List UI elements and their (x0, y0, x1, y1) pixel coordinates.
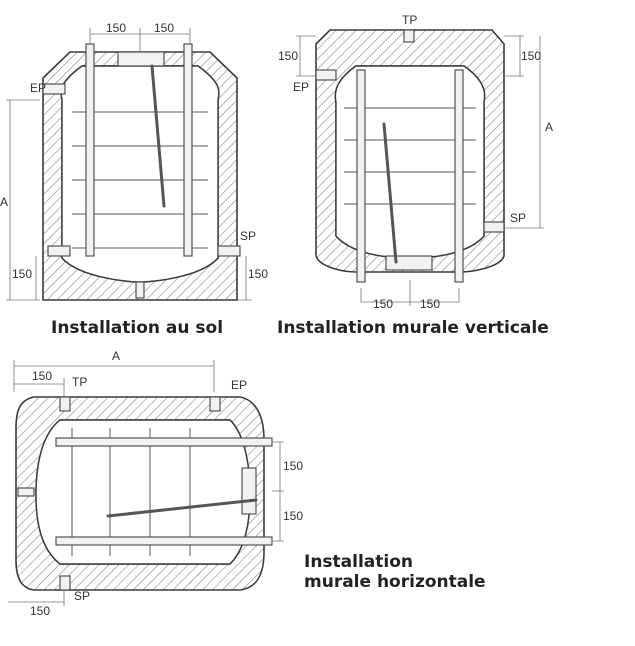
vertical-label-sp: SP (510, 211, 526, 225)
horizontal-label-ep: EP (231, 378, 247, 392)
horizontal-side-flange (241, 467, 257, 515)
vertical-anode-rod (382, 122, 398, 264)
horizontal-caption-line1: Installation (304, 552, 413, 572)
vertical-dim-right: 150 (521, 49, 541, 63)
floor-label-a: A (0, 195, 8, 209)
floor-caption: Installation au sol (51, 318, 223, 338)
vertical-caption: Installation murale verticale (277, 318, 549, 338)
floor-dim-top-left: 150 (106, 21, 126, 35)
horizontal-dim-top-left: 150 (32, 369, 52, 383)
floor-dim-top-right: 150 (154, 21, 174, 35)
horizontal-lower-support-bar (55, 536, 273, 546)
floor-left-support-bar (85, 43, 95, 257)
horizontal-caption-line2: murale horizontale (304, 572, 486, 592)
floor-right-support-bar (183, 43, 193, 257)
vertical-label-a: A (545, 120, 553, 134)
vertical-ep-fitting (315, 69, 337, 81)
floor-top-flange (117, 51, 165, 67)
vertical-tp-fitting (403, 29, 415, 43)
horizontal-dim-right-upper: 150 (283, 459, 303, 473)
floor-ep-fitting (42, 83, 66, 95)
vertical-dim-left: 150 (278, 49, 298, 63)
horizontal-ep-fitting (209, 396, 221, 412)
horizontal-dim-bottom-left: 150 (30, 604, 50, 618)
horizontal-label-sp: SP (74, 589, 90, 603)
floor-dim-bottom-left: 150 (12, 267, 32, 281)
horizontal-drain-fitting (17, 487, 35, 497)
vertical-sp-fitting (483, 221, 505, 233)
floor-anode-rod (150, 64, 166, 208)
vertical-dim-bottom-left: 150 (373, 297, 393, 311)
vertical-bottom-flange (385, 255, 433, 271)
horizontal-upper-support-bar (55, 437, 273, 447)
vertical-label-tp: TP (402, 13, 417, 27)
floor-bottom-fitting-left (47, 245, 71, 257)
vertical-right-support-bar (454, 69, 464, 283)
vertical-installation-diagram: TP 150 EP 150 A SP 150 150 Installation … (277, 13, 553, 338)
horizontal-tank-ribs (71, 428, 191, 556)
vertical-tank-ribs (344, 107, 476, 205)
floor-installation-diagram: 150 150 EP A SP 150 150 Installation au … (0, 21, 268, 338)
horizontal-label-tp: TP (72, 375, 87, 389)
horizontal-installation-diagram: A 150 TP EP 150 150 SP 150 Installation … (8, 349, 486, 618)
horizontal-anode-rod (106, 498, 258, 518)
horizontal-dim-right-lower: 150 (283, 509, 303, 523)
horizontal-sp-fitting (59, 575, 71, 591)
horizontal-tank-body (35, 419, 251, 565)
floor-bottom-drain (135, 281, 145, 299)
horizontal-label-a: A (112, 349, 120, 363)
floor-tank-body (60, 65, 220, 283)
vertical-left-support-bar (356, 69, 366, 283)
vertical-dim-bottom-right: 150 (420, 297, 440, 311)
vertical-label-ep: EP (293, 80, 309, 94)
floor-sp-fitting (217, 245, 241, 257)
horizontal-tp-fitting (59, 396, 71, 412)
floor-dim-bottom-right: 150 (248, 267, 268, 281)
floor-label-ep: EP (30, 81, 46, 95)
floor-label-sp: SP (240, 229, 256, 243)
